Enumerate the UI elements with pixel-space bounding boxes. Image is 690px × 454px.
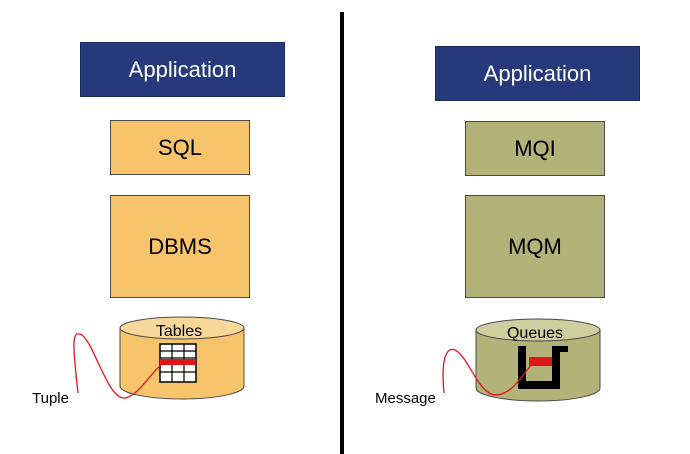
sql-label: SQL xyxy=(157,134,203,160)
message-pointer-curve xyxy=(442,348,533,396)
left-application-box: Application xyxy=(80,42,285,97)
center-divider xyxy=(340,12,344,454)
mqi-box: MQI xyxy=(465,121,605,176)
mqi-label: MQI xyxy=(514,135,556,161)
queue-icon xyxy=(518,346,568,389)
dbms-label: DBMS xyxy=(148,233,212,259)
tuple-row-highlight xyxy=(160,359,196,365)
queues-label: Queues xyxy=(507,325,563,342)
right-application-box: Application xyxy=(435,46,640,101)
mqm-label: MQM xyxy=(508,233,562,259)
table-grid-icon xyxy=(159,343,197,383)
left-application-label: Application xyxy=(128,56,237,82)
tuple-pointer-curve xyxy=(73,333,166,399)
mqm-box: MQM xyxy=(465,195,605,298)
sql-box: SQL xyxy=(110,120,250,175)
tuple-label: Tuple xyxy=(32,390,69,407)
message-highlight xyxy=(529,357,552,366)
right-application-label: Application xyxy=(483,60,592,86)
dbms-box: DBMS xyxy=(110,195,250,298)
tables-label: Tables xyxy=(156,323,202,340)
message-label: Message xyxy=(375,390,436,407)
